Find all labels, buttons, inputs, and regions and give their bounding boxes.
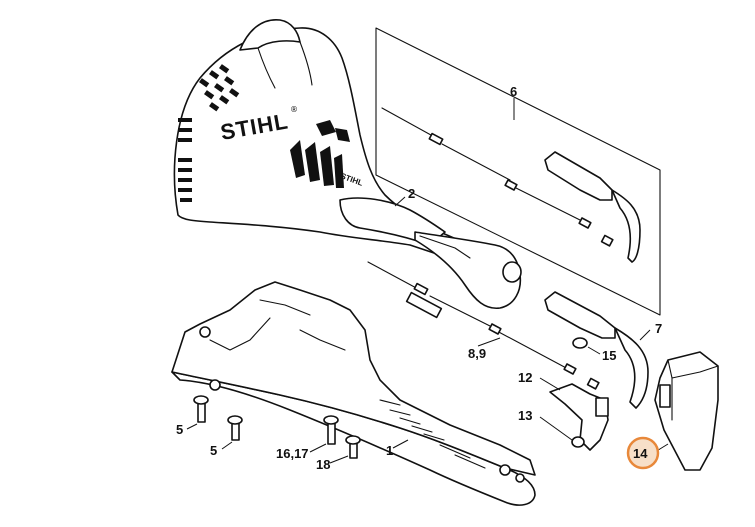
part-6-panel [375,27,661,316]
registered-mark: ® [290,105,298,114]
cable-sleeve [367,261,600,390]
lever-part-12 [549,383,609,451]
lower-handle-housing [171,281,536,506]
label-part-7: 7 [655,321,662,336]
leader-lines [186,98,669,464]
spring-part-15 [572,337,588,349]
label-part-16-17: 16,17 [276,446,309,461]
highlight-circle [626,436,660,470]
label-part-2: 2 [408,186,415,201]
switch-housing-part-14 [654,351,719,471]
label-part-14: 14 [633,446,648,461]
throttle-trigger [544,291,649,409]
screw-part-5b [227,415,243,441]
highlight-callout-14[interactable]: 14 [626,436,660,470]
label-part-18: 18 [316,457,330,472]
screw-part-18 [345,435,361,459]
label-part-15: 15 [602,348,616,363]
label-part-5a: 5 [176,422,183,437]
screw-part-5a [193,395,209,423]
label-part-1: 1 [386,443,393,458]
label-part-12: 12 [518,370,532,385]
throttle-cable [381,107,641,263]
handle-cover [414,231,522,310]
engine-housing: STIHL ® STIHL [173,19,471,261]
screw-part-16-17 [323,415,339,445]
label-part-8-9: 8,9 [468,346,486,361]
label-part-5b: 5 [210,443,217,458]
label-part-13: 13 [518,408,532,423]
ring-part-13 [571,436,585,448]
label-part-6: 6 [510,84,517,99]
